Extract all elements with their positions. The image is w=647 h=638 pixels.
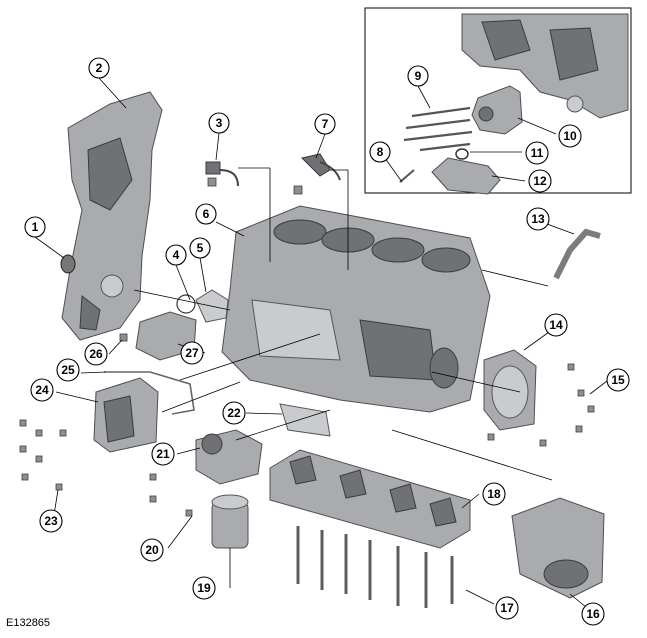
svg-text:9: 9 [415, 69, 422, 83]
svg-text:20: 20 [145, 543, 159, 557]
loose-bolts [19, 363, 595, 517]
part-24-oil-cooler [93, 377, 159, 453]
callout-15: 15 [606, 368, 630, 392]
part-21-filter-housing [195, 429, 263, 485]
svg-text:23: 23 [44, 514, 58, 528]
part-19-oil-filter [211, 494, 249, 549]
callout-14: 14 [544, 313, 568, 337]
svg-text:14: 14 [549, 318, 563, 332]
callout-24: 24 [30, 378, 54, 402]
part-12-cover [431, 157, 501, 195]
callout-26: 26 [84, 342, 108, 366]
callout-25: 25 [56, 358, 80, 382]
callout-6: 6 [195, 203, 217, 225]
callout-8: 8 [369, 141, 391, 163]
svg-text:7: 7 [322, 117, 329, 131]
svg-text:25: 25 [61, 363, 75, 377]
callout-27: 27 [180, 341, 204, 365]
callout-3: 3 [208, 112, 230, 134]
callout-18: 18 [482, 482, 506, 506]
svg-text:19: 19 [197, 581, 211, 595]
svg-text:12: 12 [533, 174, 547, 188]
callout-16: 16 [581, 602, 605, 626]
svg-text:18: 18 [487, 487, 501, 501]
callout-7: 7 [314, 113, 336, 135]
callout-leaders [34, 77, 608, 613]
callout-10: 10 [558, 124, 582, 148]
part-26-bolt [119, 333, 128, 342]
callout-9: 9 [407, 65, 429, 87]
callout-12: 12 [528, 169, 552, 193]
part-16-oil-pump [511, 497, 605, 599]
callout-21: 21 [151, 442, 175, 466]
callout-13: 13 [526, 207, 550, 231]
svg-text:4: 4 [173, 248, 180, 262]
callout-11: 11 [525, 141, 549, 165]
part-11-seal [455, 148, 469, 160]
svg-text:6: 6 [203, 207, 210, 221]
part-9-bolts [403, 106, 473, 152]
svg-text:11: 11 [531, 146, 544, 160]
part-18-ladder-frame [269, 449, 471, 549]
part-17-bolts [296, 526, 454, 608]
svg-text:27: 27 [185, 346, 199, 360]
svg-text:21: 21 [156, 447, 170, 461]
inset-block-section [461, 13, 629, 119]
svg-text:3: 3 [216, 116, 223, 130]
svg-text:17: 17 [500, 601, 514, 615]
svg-text:13: 13 [531, 212, 545, 226]
callout-17: 17 [495, 596, 519, 620]
svg-text:24: 24 [35, 383, 49, 397]
callout-23: 23 [39, 509, 63, 533]
part-13-breather [553, 228, 601, 280]
part-6-cylinder-block [221, 205, 491, 413]
callout-19: 19 [192, 576, 216, 600]
callout-22: 22 [222, 401, 246, 425]
svg-text:26: 26 [89, 347, 103, 361]
svg-text:5: 5 [197, 241, 204, 255]
svg-text:1: 1 [32, 220, 39, 234]
part-7-sensor [293, 153, 341, 195]
callout-20: 20 [140, 538, 164, 562]
callout-1: 1 [24, 216, 46, 238]
svg-text:2: 2 [96, 61, 103, 75]
svg-text:15: 15 [611, 373, 625, 387]
svg-text:16: 16 [586, 607, 600, 621]
callout-2: 2 [88, 57, 110, 79]
svg-text:22: 22 [227, 406, 241, 420]
part-1-seal [60, 254, 76, 274]
part-2-timing-cover [61, 91, 163, 341]
svg-text:8: 8 [377, 145, 384, 159]
part-25-pipe [104, 371, 195, 415]
callout-4: 4 [165, 244, 187, 266]
figure-code: E132865 [6, 617, 51, 629]
part-22-gasket [279, 403, 331, 437]
callout-5: 5 [189, 237, 211, 259]
assembly-lines [133, 167, 553, 481]
detail-inset-frame [364, 7, 632, 194]
svg-text:10: 10 [563, 129, 577, 143]
part-10-pump [471, 85, 523, 135]
part-8-stud [399, 169, 415, 183]
part-3-sensor [205, 161, 239, 187]
